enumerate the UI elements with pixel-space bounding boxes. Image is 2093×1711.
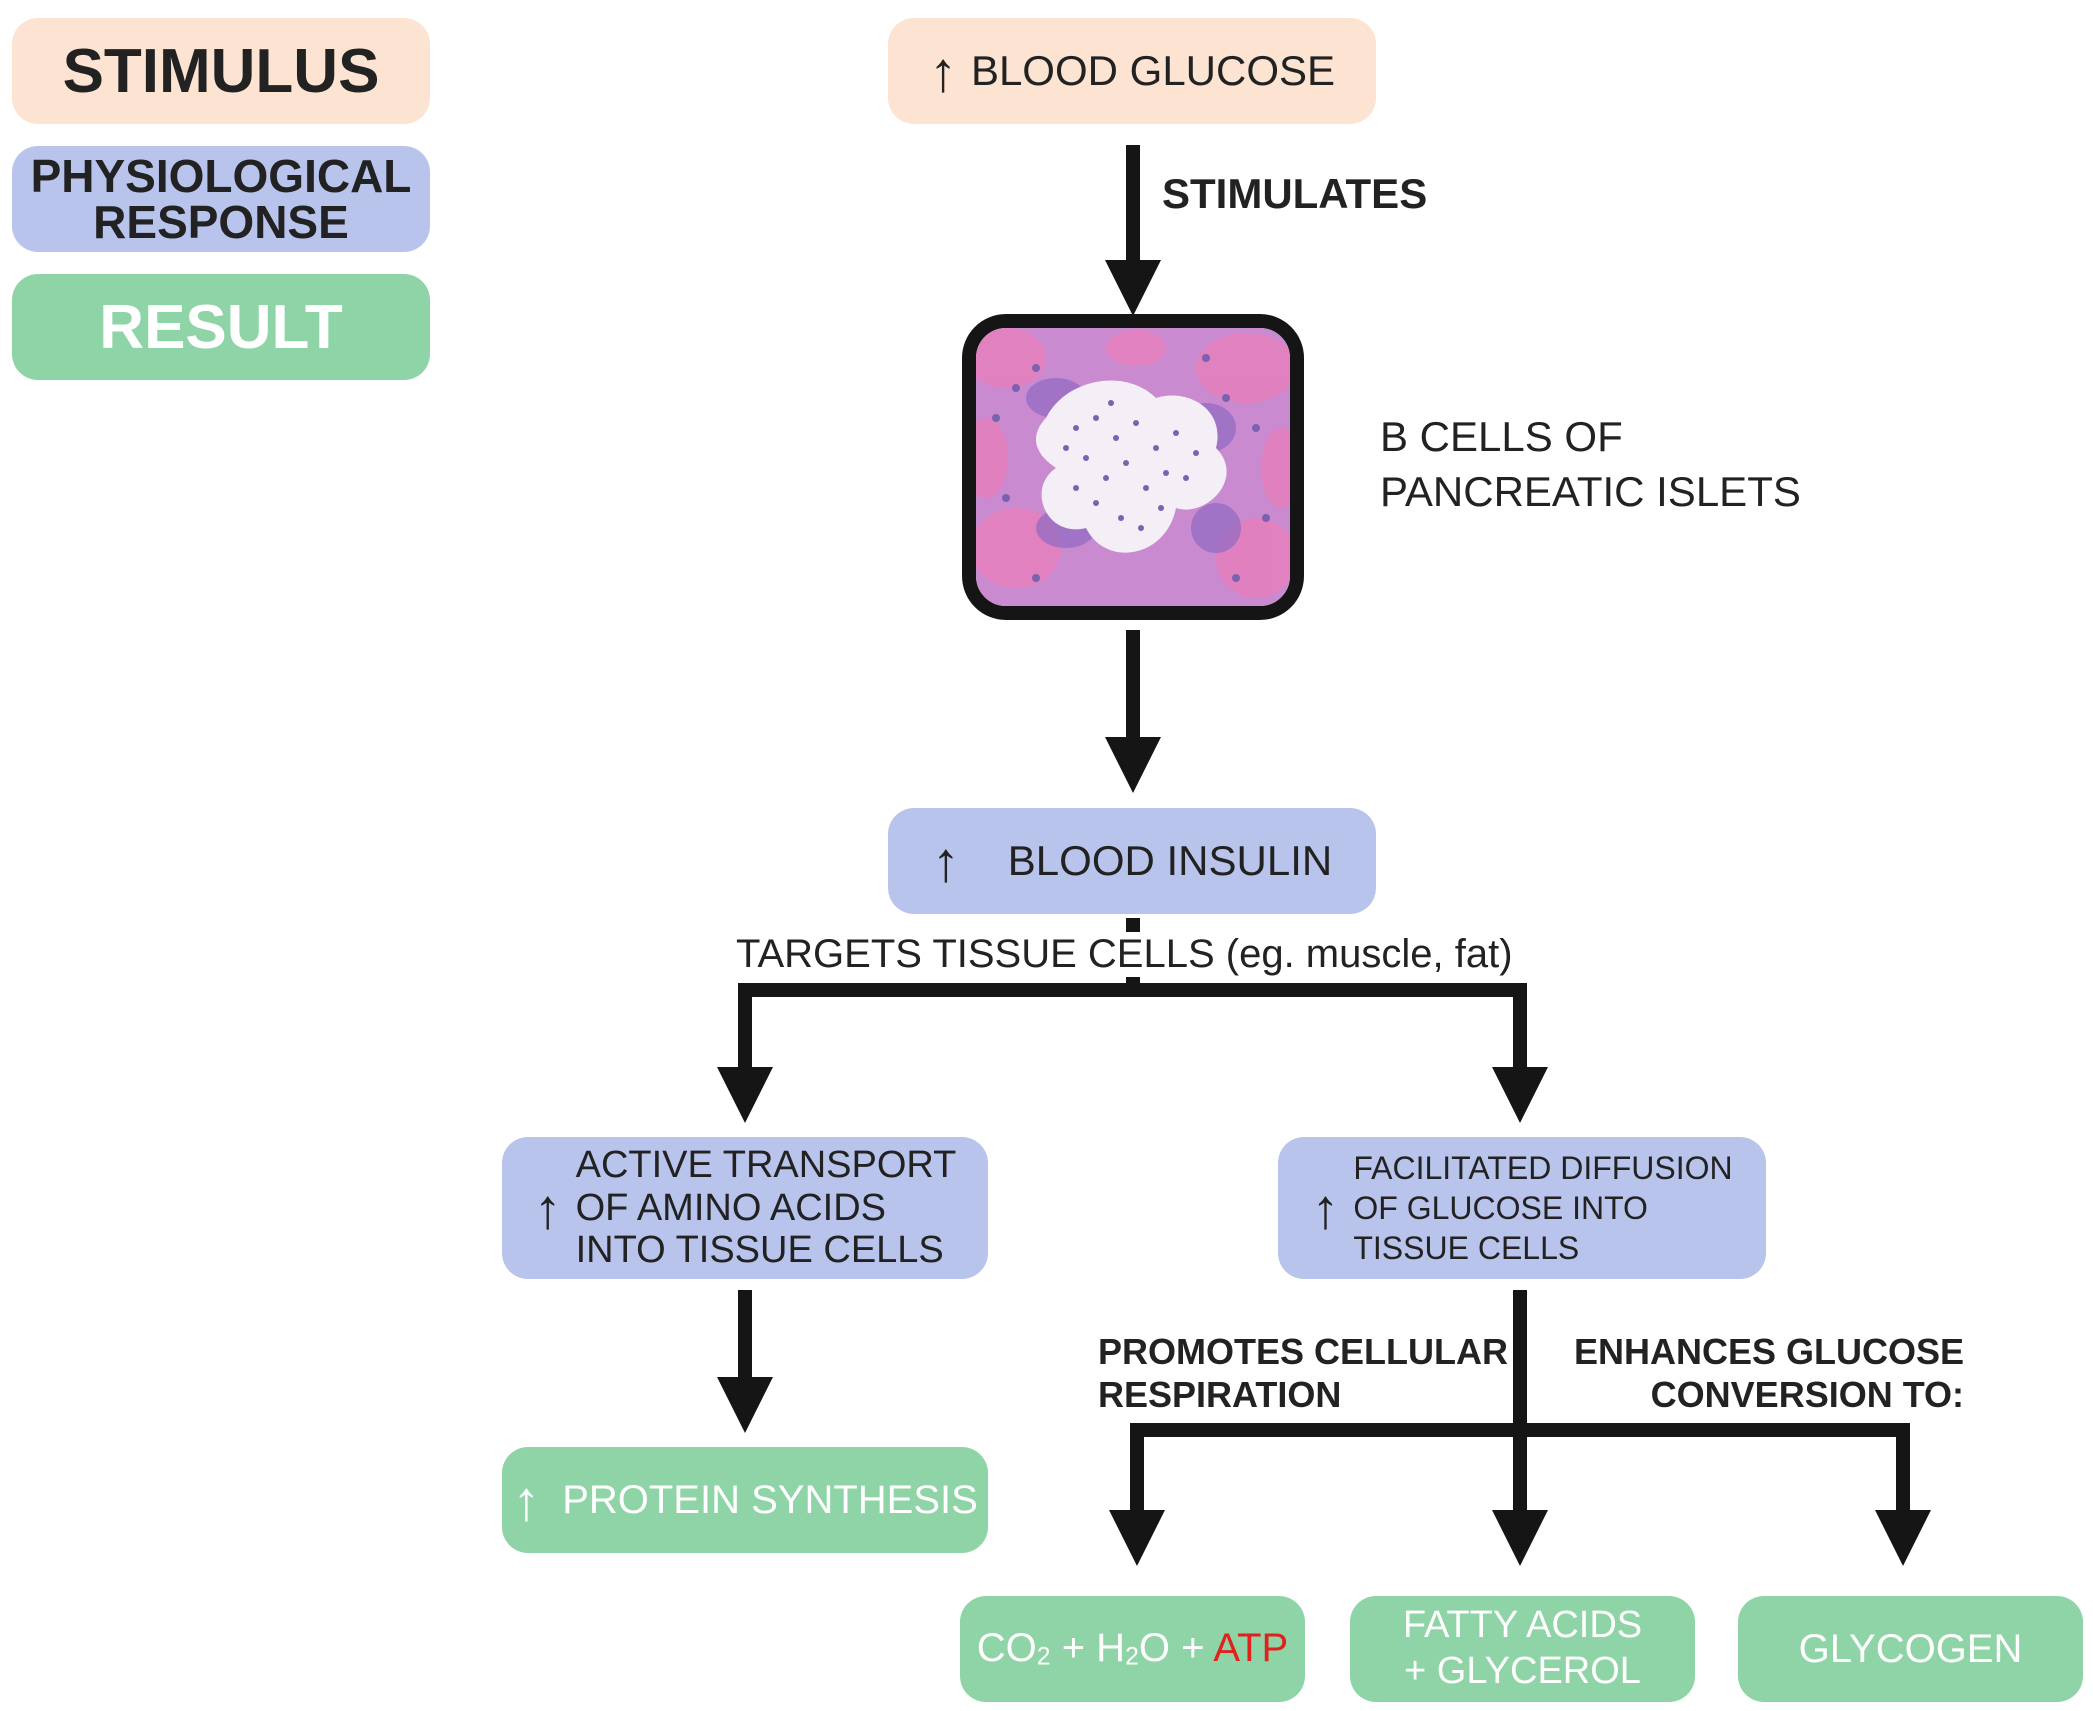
increase-arrow-icon: ↑ [512,1468,541,1532]
enhances-conversion-line1: ENHANCES GLUCOSE [1574,1331,1965,1372]
fatty-acids-line2: + GLYCEROL [1404,1650,1641,1692]
blood-insulin-label: BLOOD INSULIN [1007,837,1333,884]
micrograph-image [976,328,1290,606]
blood-glucose-label: BLOOD GLUCOSE [970,47,1336,94]
co2-h2o-atp-node: CO2 + H2O + ATP [960,1596,1305,1702]
beta-cells-label-line1: β CELLS OF [1380,413,1623,460]
increase-arrow-icon: ↑ [931,829,960,893]
enhances-conversion-line2: CONVERSION TO: [1650,1374,1965,1416]
pancreatic-islet-micrograph [962,314,1304,620]
fatty-acids-glycerol-node: FATTY ACIDS + GLYCEROL [1350,1596,1695,1702]
blood-glucose-node: ↑ BLOOD GLUCOSE [888,18,1376,124]
legend-stimulus: STIMULUS [12,18,430,124]
protein-synthesis-label: PROTEIN SYNTHESIS [562,1477,978,1522]
legend-result: RESULT [12,274,430,380]
co2-h2o-atp-label: CO2 + H2O + ATP [977,1626,1288,1672]
active-transport-line3: INTO TISSUE CELLS [575,1229,944,1272]
glycogen-node: GLYCOGEN [1738,1596,2083,1702]
legend-result-label: RESULT [99,292,343,362]
increase-arrow-icon: ↑ [928,39,957,103]
co2-subscript: 2 [1036,1643,1051,1671]
fatty-acids-line1: FATTY ACIDS [1402,1604,1643,1647]
increase-arrow-icon: ↑ [1311,1176,1340,1240]
promotes-respiration-line1: PROMOTES CELLULAR [1098,1331,1508,1372]
legend-response-label-line1: PHYSIOLOGICAL [30,150,412,202]
active-transport-line2: OF AMINO ACIDS [575,1186,886,1229]
facilitated-diffusion-label: FACILITATED DIFFUSION OF GLUCOSE INTO TI… [1353,1148,1732,1268]
beta-cells-label: β CELLS OF PANCREATIC ISLETS [1380,410,1801,519]
h2o-text-b: O + [1138,1626,1214,1671]
targets-tissue-cells-label: TARGETS TISSUE CELLS (eg. muscle, fat) [734,932,1515,977]
facilitated-diffusion-line2: OF GLUCOSE INTO [1353,1190,1648,1226]
active-transport-node: ↑ ACTIVE TRANSPORT OF AMINO ACIDS INTO T… [502,1137,988,1279]
increase-arrow-icon: ↑ [533,1176,562,1240]
legend-physiological-response: PHYSIOLOGICAL RESPONSE [12,146,430,252]
beta-cells-label-line2: PANCREATIC ISLETS [1380,467,1801,515]
atp-text: ATP [1213,1626,1289,1671]
facilitated-diffusion-node: ↑ FACILITATED DIFFUSION OF GLUCOSE INTO … [1278,1137,1766,1279]
blood-insulin-node: ↑ BLOOD INSULIN [888,808,1376,914]
facilitated-diffusion-line3: TISSUE CELLS [1353,1230,1580,1266]
h2o-subscript: 2 [1125,1643,1139,1671]
protein-synthesis-node: ↑ PROTEIN SYNTHESIS [502,1447,988,1553]
promotes-respiration-label: PROMOTES CELLULAR RESPIRATION [1098,1330,1508,1416]
stimulates-label: STIMULATES [1162,170,1428,217]
enhances-conversion-label: ENHANCES GLUCOSE CONVERSION TO: [1574,1330,1964,1416]
glycogen-label: GLYCOGEN [1798,1626,2023,1671]
legend-stimulus-label: STIMULUS [62,36,380,106]
h2o-text-a: + H [1050,1626,1126,1671]
active-transport-label: ACTIVE TRANSPORT OF AMINO ACIDS INTO TIS… [576,1144,957,1272]
promotes-respiration-line2: RESPIRATION [1098,1374,1342,1416]
facilitated-diffusion-line1: FACILITATED DIFFUSION [1353,1150,1733,1186]
co2-text: CO [976,1626,1037,1671]
active-transport-line1: ACTIVE TRANSPORT [575,1144,957,1187]
legend-response-label-line2: RESPONSE [93,196,349,248]
